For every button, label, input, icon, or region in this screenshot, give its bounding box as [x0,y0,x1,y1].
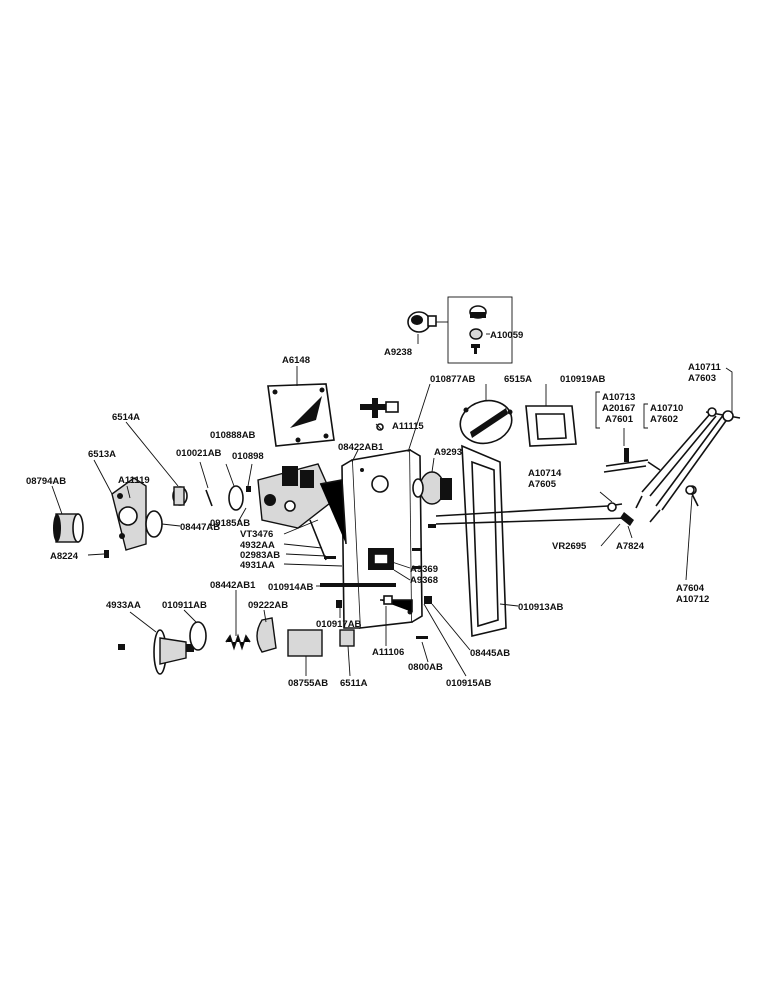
label-a10713: A10713 [602,392,635,403]
part-010919ab-gasket [525,405,577,447]
part-a11115-fitting [360,398,399,431]
label-010888ab: 010888AB [210,430,256,441]
label-09185ab: 09185AB [210,518,250,529]
label-010913ab: 010913AB [518,602,564,613]
label-4932aa: 4932AA [240,540,275,551]
label-6513a: 6513A [88,449,116,460]
label-010917ab: 010917AB [316,619,362,630]
part-a9293 [412,471,452,505]
label-a20167: A20167 [602,403,635,414]
label-a9293: A9293 [434,447,462,458]
part-a7604 [685,485,695,495]
label-4933aa: 4933AA [106,600,141,611]
label-vt3476: VT3476 [240,529,273,540]
part-a11106 [380,595,413,612]
label-a10714: A10714 [528,468,562,479]
part-010913ab-frame [461,444,507,637]
part-small-pins [324,524,436,569]
part-labels: A9238 A10059 A6148 010877AB 6515A 010919… [26,330,721,689]
label-6515a: 6515A [504,374,532,385]
label-a7605: A7605 [528,479,557,490]
part-0800ab [416,636,428,639]
label-4931aa: 4931AA [240,560,275,571]
part-010917ab [336,600,342,608]
label-010919ab: 010919AB [560,374,606,385]
label-a11119: A11119 [118,475,150,486]
part-010911ab [189,621,207,651]
part-010888ab [228,485,244,511]
label-vr2695: VR2695 [552,541,587,552]
part-6514a [172,486,188,506]
part-010914ab [320,583,396,587]
label-a11115: A11115 [392,421,424,432]
label-08445ab: 08445AB [470,648,510,659]
label-08755ab: 08755AB [288,678,328,689]
part-6513a-body [111,477,147,551]
part-08794ab [53,513,84,543]
label-02983ab: 02983AB [240,550,280,561]
part-pump-assembly [257,463,347,561]
label-a6148: A6148 [282,355,310,366]
label-6514a: 6514A [112,412,140,423]
label-a9368: A9368 [410,575,438,586]
part-08442ab1 [225,633,251,651]
label-09222ab: 09222AB [248,600,288,611]
label-08794ab: 08794AB [26,476,66,487]
label-08422ab1: 08422AB1 [338,442,384,453]
part-010898 [246,486,251,492]
label-010914ab: 010914AB [268,582,314,593]
part-4933aa [118,629,194,675]
label-08447ab: 08447AB [180,522,220,533]
label-010898: 010898 [232,451,264,462]
part-a10059 [469,305,487,354]
part-levers [603,407,741,523]
label-a9238: A9238 [384,347,412,358]
label-a9369: A9369 [410,564,438,575]
label-a7603: A7603 [688,373,716,384]
label-a7604: A7604 [676,583,705,594]
part-control-rods [435,502,634,526]
part-09222ab [256,617,277,653]
label-08442ab1: 08442AB1 [210,580,256,591]
label-6511a: 6511A [340,678,368,689]
label-a7602: A7602 [650,414,678,425]
label-010911ab: 010911AB [162,600,207,611]
label-a10710: A10710 [650,403,683,414]
label-0800ab: 0800AB [408,662,443,673]
label-a7601: A7601 [605,414,634,425]
leader-lines [51,333,733,677]
label-a10059: A10059 [490,330,523,341]
part-a9238 [407,311,437,333]
part-6515a-cover [459,399,513,445]
part-08755ab [287,629,323,657]
a10059-inset-box [447,296,513,364]
part-a8224 [104,550,109,558]
label-010021ab: 010021AB [176,448,222,459]
label-a10712: A10712 [676,594,709,605]
part-a6148-cover [267,383,335,447]
label-a10711: A10711 [688,362,721,373]
part-010021ab [205,489,213,507]
label-a11106: A11106 [372,647,404,658]
part-6511a [339,629,355,647]
part-08447ab [145,510,163,538]
label-a8224: A8224 [50,551,79,562]
label-010915ab: 010915AB [446,678,492,689]
part-08445ab [424,596,432,604]
label-a7824: A7824 [616,541,645,552]
label-010877ab: 010877AB [430,374,476,385]
